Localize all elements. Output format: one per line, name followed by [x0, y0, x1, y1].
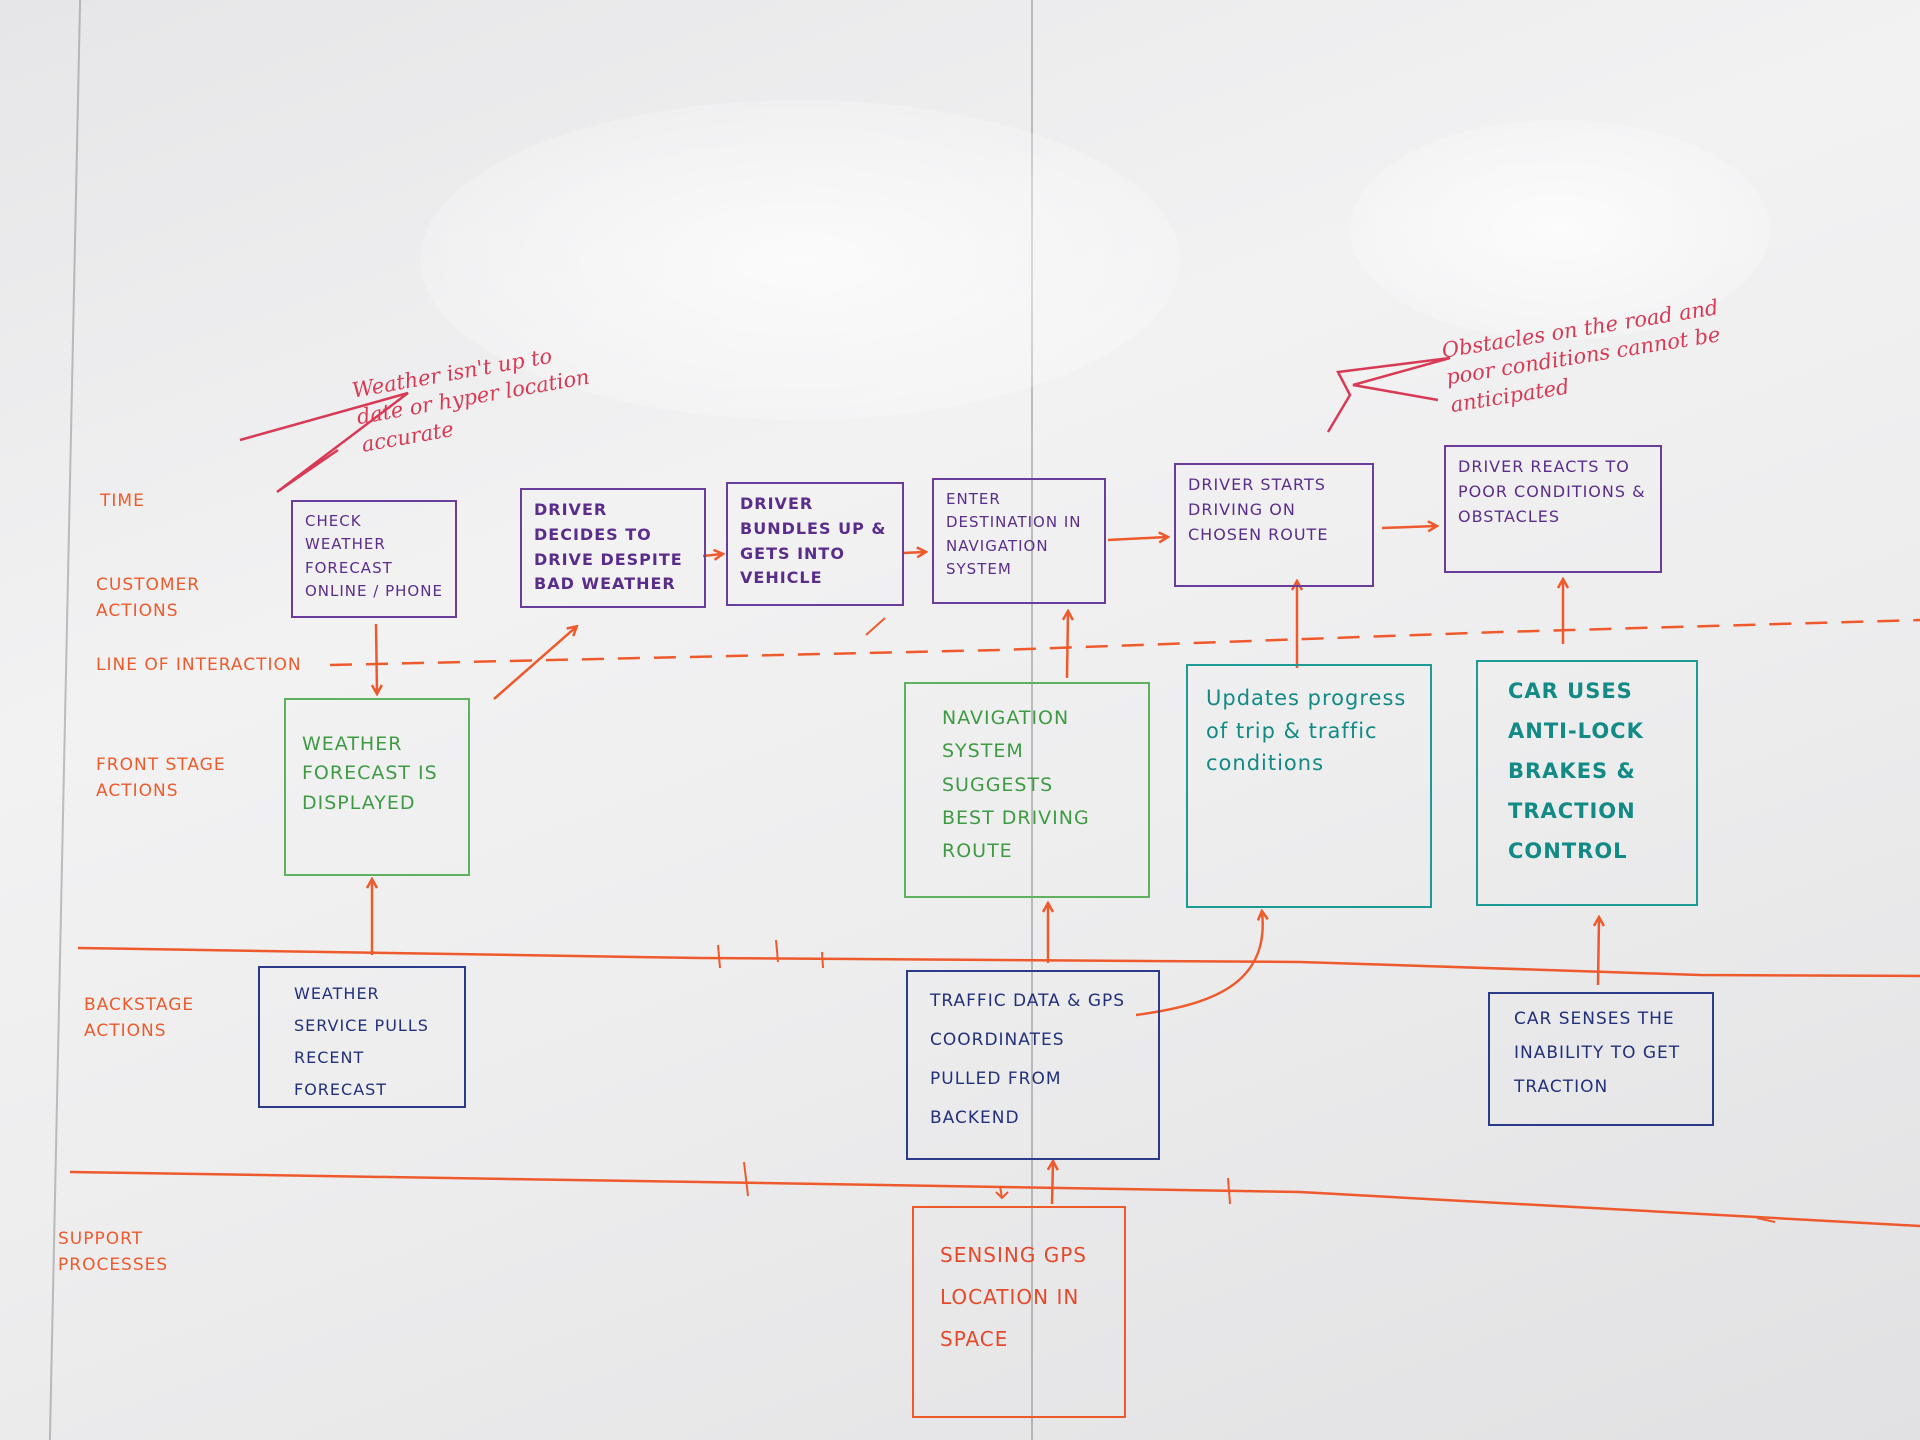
pain-point-zigzag-weather	[239, 391, 409, 494]
light-glare	[420, 100, 1180, 420]
lane-label-front-stage: FRONT STAGE ACTIONS	[96, 755, 226, 801]
step-driver-decides: DRIVER DECIDES TO DRIVE DESPITE BAD WEAT…	[520, 488, 706, 608]
front-nav-suggests-route: NAVIGATION SYSTEM SUGGESTS BEST DRIVING …	[904, 682, 1150, 898]
lane-label-line-of-interaction: LINE OF INTERACTION	[96, 655, 302, 675]
support-sensing-gps: SENSING GPS LOCATION IN SPACE	[912, 1206, 1126, 1418]
step-driver-reacts: DRIVER REACTS TO POOR CONDITIONS & OBSTA…	[1444, 445, 1662, 573]
front-weather-displayed: WEATHER FORECAST IS DISPLAYED	[284, 698, 470, 876]
lane-label-support: SUPPORT PROCESSES	[58, 1229, 169, 1275]
arrow-enter-to-start	[1107, 537, 1167, 540]
step-driver-starts: DRIVER STARTS DRIVING ON CHOSEN ROUTE	[1174, 463, 1374, 587]
arrow-display-to-decide	[493, 627, 576, 700]
lane-label-time: TIME	[100, 491, 145, 511]
line-of-visibility	[77, 946, 1920, 978]
light-glare	[1350, 120, 1770, 340]
back-traffic-data: TRAFFIC DATA & GPS COORDINATES PULLED FR…	[906, 970, 1160, 1160]
step-enter-destination: ENTER DESTINATION IN NAVIGATION SYSTEM	[932, 478, 1106, 604]
line-of-interaction	[329, 618, 1920, 667]
lane-label-backstage: BACKSTAGE ACTIONS	[84, 995, 195, 1041]
arrow-decide-to-bundle	[702, 554, 722, 556]
step-driver-bundles-up: DRIVER BUNDLES UP & GETS INTO VEHICLE	[726, 482, 904, 606]
arrow-start-to-react	[1381, 526, 1436, 528]
back-weather-service: WEATHER SERVICE PULLS RECENT FORECAST	[258, 966, 466, 1108]
back-car-senses: CAR SENSES THE INABILITY TO GET TRACTION	[1488, 992, 1714, 1126]
arrow-bundle-to-enter	[902, 552, 925, 553]
pain-point-zigzag-obstacles	[1326, 356, 1451, 433]
lane-label-customer-actions: CUSTOMER ACTIONS	[96, 575, 201, 621]
front-updates-progress: Updates progress of trip & traffic condi…	[1186, 664, 1432, 908]
whiteboard-seam-center	[1031, 0, 1033, 1440]
front-anti-lock-brakes: CAR USES ANTI-LOCK BRAKES & TRACTION CON…	[1476, 660, 1698, 906]
step-check-weather: CHECK WEATHER FORECAST ONLINE / PHONE	[291, 500, 457, 618]
arrow-check-to-display	[376, 623, 377, 693]
